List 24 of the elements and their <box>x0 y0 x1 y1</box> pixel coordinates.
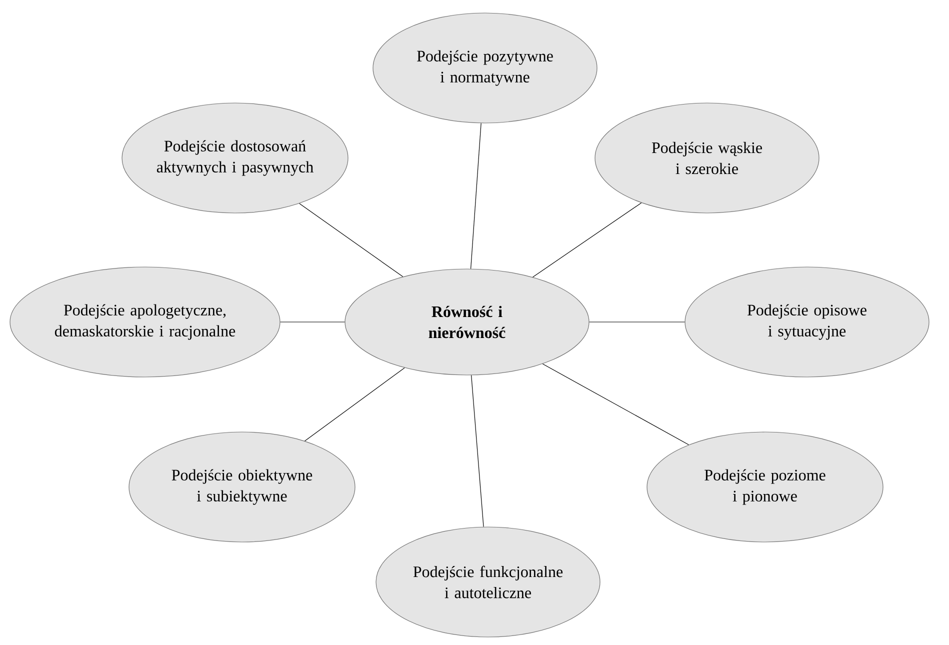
ellipse-node <box>122 102 348 214</box>
node-label: Podejście obiektywne i subiektywne <box>172 469 312 505</box>
connector-line <box>470 122 482 270</box>
connector-line <box>304 368 405 442</box>
ellipse-node <box>376 526 600 638</box>
node-label: Podejście wąskie i szerokie <box>652 142 762 174</box>
connector-line <box>471 374 484 528</box>
ellipse-node <box>594 102 820 214</box>
connector-line <box>299 203 404 277</box>
ellipse-node <box>344 268 590 376</box>
ellipse-node <box>372 12 598 124</box>
connector-line <box>542 364 689 446</box>
node-label: Podejście pozytywne i normatywne <box>417 50 553 86</box>
node-label: Podejście opisowe i sytuacyjne <box>747 304 866 340</box>
connector-line <box>532 202 642 278</box>
node-label: Podejście dostosowań aktywnych i pasywnych <box>156 140 314 176</box>
node-label: Równość i nierówność <box>428 306 506 338</box>
ellipse-node <box>646 432 884 542</box>
node-label: Podejście poziome i pionowe <box>704 469 826 505</box>
ellipse-node <box>684 266 930 378</box>
ellipse-node <box>128 432 356 542</box>
node-label: Podejście funkcjonalne i autoteliczne <box>413 566 563 598</box>
ellipse-node <box>10 266 280 378</box>
node-label: Podejście apologetyczne, demaskatorskie i racjonalne <box>54 304 236 340</box>
